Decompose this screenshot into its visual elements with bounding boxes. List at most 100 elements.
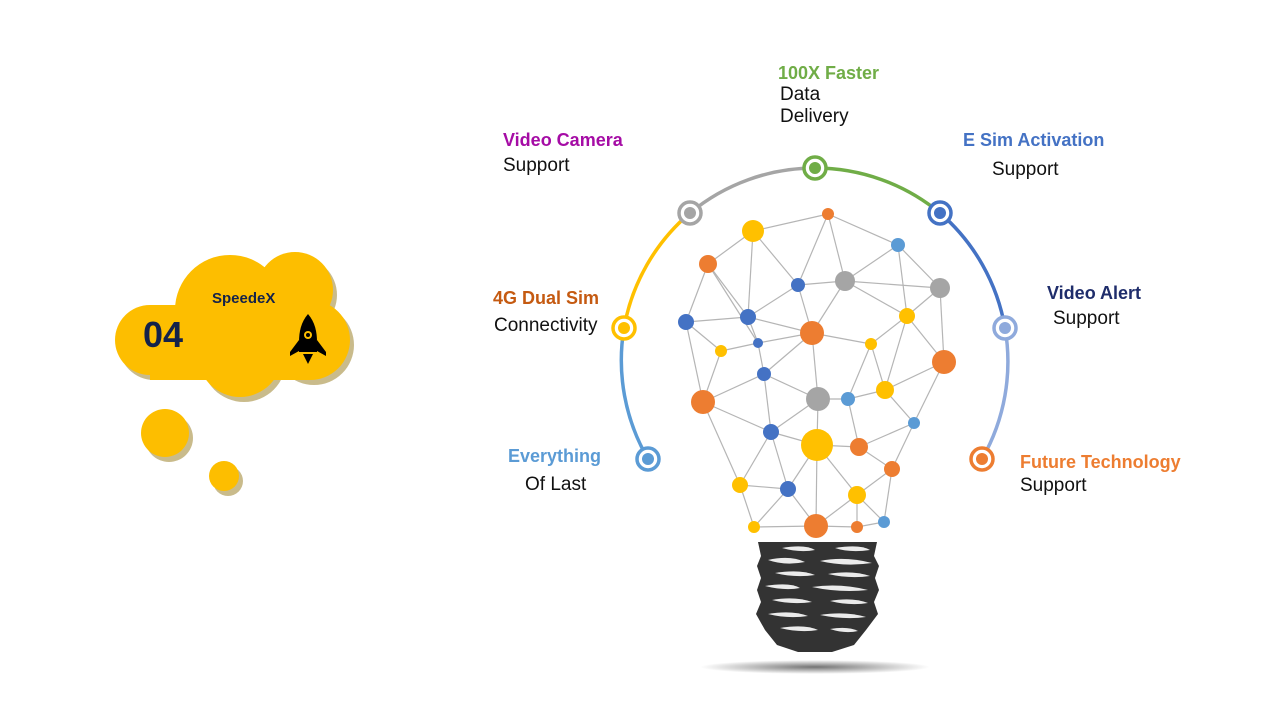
network-node: [715, 345, 727, 357]
thought-bubble-small: [209, 461, 239, 491]
network-link: [939, 287, 945, 363]
network-link: [844, 280, 941, 289]
thought-bubble-large: [141, 409, 189, 457]
feature-esim-line-1: Support: [992, 158, 1059, 180]
feature-alert: Video Alert Support: [1047, 283, 1141, 330]
network-node: [763, 424, 779, 440]
feature-alert-title: Video Alert: [1047, 283, 1142, 303]
feature-dualsim-line-1: Connectivity: [494, 314, 598, 336]
network-link: [884, 315, 908, 391]
network-node: [899, 308, 915, 324]
arc-node-dualsim: [611, 315, 637, 341]
feature-esim: E Sim Activation Support: [963, 130, 1104, 181]
network-node: [908, 417, 920, 429]
network-node: [740, 309, 756, 325]
bulb-base: [700, 542, 930, 674]
feature-arc: [619, 166, 1010, 460]
arc-node-alert: [992, 315, 1018, 341]
network-node: [878, 516, 890, 528]
feature-speed-title: 100X Faster: [778, 63, 880, 83]
feature-dualsim: 4G Dual Sim Connectivity: [493, 288, 599, 337]
network-node: [804, 514, 828, 538]
network-link: [770, 431, 789, 490]
arc-node-camera: [677, 200, 703, 226]
feature-camera-title: Video Camera: [503, 130, 623, 150]
feature-future-title: Future Technology: [1020, 452, 1181, 472]
feature-speed-line-2: Delivery: [780, 105, 849, 127]
network-node: [848, 486, 866, 504]
network-link: [858, 422, 915, 448]
network-node: [780, 481, 796, 497]
cloud-title: SpeedeX: [212, 290, 276, 307]
network-link: [739, 431, 772, 486]
network-node: [801, 429, 833, 461]
network-node: [822, 208, 834, 220]
network-link: [844, 244, 899, 282]
feature-camera: Video Camera Support: [503, 130, 623, 177]
network-node: [850, 438, 868, 456]
network-node: [800, 321, 824, 345]
feature-speed-line-1: Data: [780, 83, 821, 105]
network-link: [897, 244, 908, 317]
network-node: [753, 338, 763, 348]
network-node: [932, 350, 956, 374]
network-link: [844, 280, 908, 317]
network-node: [891, 238, 905, 252]
network-link: [883, 468, 893, 523]
thought-cloud: [115, 252, 354, 496]
network-link: [752, 230, 799, 286]
feature-alert-line-1: Support: [1053, 307, 1120, 329]
rocket-icon: [290, 314, 326, 364]
network-link: [763, 373, 772, 433]
network-node: [699, 255, 717, 273]
network-node: [884, 461, 900, 477]
network-node: [930, 278, 950, 298]
feature-future: Future Technology Support: [1020, 452, 1181, 497]
network-node: [742, 220, 764, 242]
network-node: [732, 477, 748, 493]
cloud-number: 04: [143, 314, 184, 355]
arc-nodes: [611, 155, 1018, 472]
network-link: [685, 321, 704, 403]
network-link: [897, 244, 941, 289]
network-link: [720, 342, 759, 352]
network-link: [747, 284, 799, 318]
feature-everything-line-1: Of Last: [525, 473, 587, 495]
network-link: [797, 213, 829, 286]
network-node: [865, 338, 877, 350]
network-link: [702, 401, 772, 433]
network-node: [757, 367, 771, 381]
arc-node-speed: [802, 155, 828, 181]
network-link: [752, 213, 829, 232]
network-node: [678, 314, 694, 330]
feature-future-line-1: Support: [1020, 474, 1087, 496]
bulb-network: [678, 208, 956, 538]
network-node: [691, 390, 715, 414]
feature-everything: Everything Of Last: [508, 446, 601, 496]
network-link: [847, 343, 872, 400]
arc-node-future: [969, 446, 995, 472]
network-node: [841, 392, 855, 406]
network-node: [876, 381, 894, 399]
network-link: [753, 488, 789, 528]
network-link: [739, 484, 789, 490]
network-link: [707, 263, 759, 344]
arc-node-esim: [927, 200, 953, 226]
network-link: [685, 263, 709, 323]
feature-speed: 100X Faster Data Delivery: [778, 63, 879, 127]
network-link: [827, 213, 846, 282]
network-node: [851, 521, 863, 533]
network-node: [806, 387, 830, 411]
feature-camera-line-1: Support: [503, 154, 570, 176]
feature-esim-title: E Sim Activation: [963, 130, 1105, 150]
feature-everything-title: Everything: [508, 446, 602, 466]
feature-dualsim-title: 4G Dual Sim: [493, 288, 600, 308]
network-link: [747, 230, 754, 318]
network-node: [748, 521, 760, 533]
network-node: [835, 271, 855, 291]
network-link: [891, 422, 915, 470]
network-link: [707, 263, 749, 318]
network-link: [702, 401, 741, 486]
network-node: [791, 278, 805, 292]
